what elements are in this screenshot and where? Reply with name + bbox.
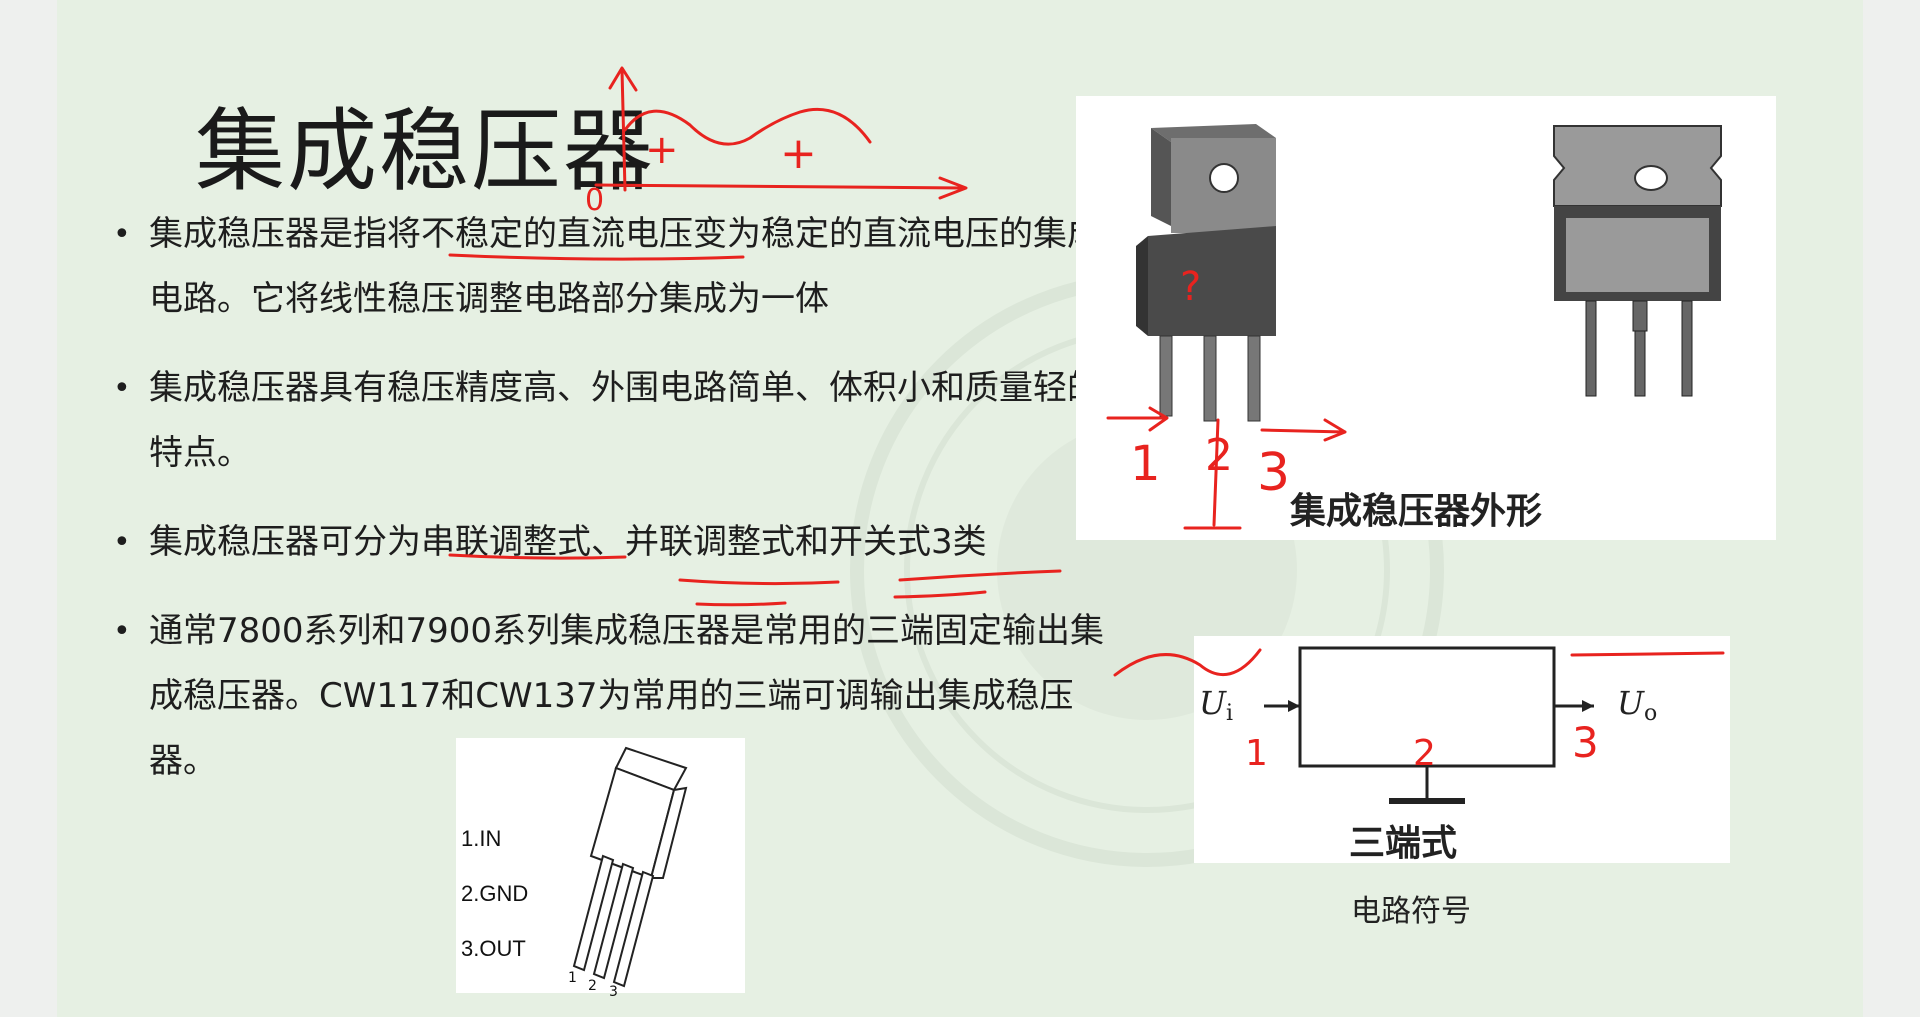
package-3d: [1136, 124, 1276, 422]
input-voltage-label: Ui: [1199, 684, 1234, 726]
slide-title: 集成稳压器: [195, 99, 655, 204]
bullet-dot: •: [113, 614, 131, 649]
pin-number-2: 2: [588, 978, 597, 994]
bullet-definition: • 集成稳压器是指将不稳定的直流电压变为稳定的直流电压的集成电路。它将线性稳压调…: [107, 202, 1109, 332]
pin-label-out: 3.OUT: [461, 936, 526, 961]
slide: 集成稳压器 • 集成稳压器是指将不稳定的直流电压变为稳定的直流电压的集成电路。它…: [57, 0, 1863, 1017]
bullet-dot: •: [113, 217, 131, 252]
bullet-features: • 集成稳压器具有稳压精度高、外围电路简单、体积小和质量轻的特点。: [107, 356, 1109, 486]
pin-label-gnd: 2.GND: [461, 881, 529, 906]
symbol-caption: 三端式: [1349, 823, 1458, 864]
pin-label-in: 1.IN: [461, 826, 502, 851]
package-figure: 集成稳压器外形: [1076, 96, 1776, 540]
package-caption: 集成稳压器外形: [1290, 491, 1543, 532]
bullet-series: • 通常7800系列和7900系列集成稳压器是常用的三端固定输出集成稳压器。CW…: [107, 599, 1109, 794]
bullet-text: 集成稳压器是指将不稳定的直流电压变为稳定的直流电压的集成电路。它将线性稳压调整电…: [149, 214, 1101, 319]
bullet-list: • 集成稳压器是指将不稳定的直流电压变为稳定的直流电压的集成电路。它将线性稳压调…: [107, 202, 1117, 818]
pin-number-1: 1: [568, 970, 577, 986]
symbol-figure-label: 电路符号: [1351, 894, 1471, 929]
bullet-text: 集成稳压器具有稳压精度高、外围电路简单、体积小和质量轻的特点。: [149, 368, 1101, 473]
symbol-figure: Ui Uo 三端式: [1194, 636, 1730, 864]
symbol-drawing: [1264, 646, 1594, 804]
output-voltage-label: Uo: [1617, 684, 1658, 726]
pinout-figure: 1.IN 2.GND 3.OUT 1 2 3: [456, 738, 745, 1000]
bullet-dot: •: [113, 525, 131, 560]
bullet-dot: •: [113, 371, 131, 406]
pin-number-3: 3: [609, 984, 618, 1000]
bullet-categories: • 集成稳压器可分为串联调整式、并联调整式和开关式3类: [107, 510, 1169, 575]
bullet-text: 集成稳压器可分为串联调整式、并联调整式和开关式3类: [149, 522, 987, 562]
package-front: [1553, 125, 1722, 397]
bullet-text: 通常7800系列和7900系列集成稳压器是常用的三端固定输出集成稳压器。CW11…: [149, 611, 1105, 781]
package-drawing: [1136, 124, 1722, 422]
pinout-drawing: [572, 746, 688, 988]
